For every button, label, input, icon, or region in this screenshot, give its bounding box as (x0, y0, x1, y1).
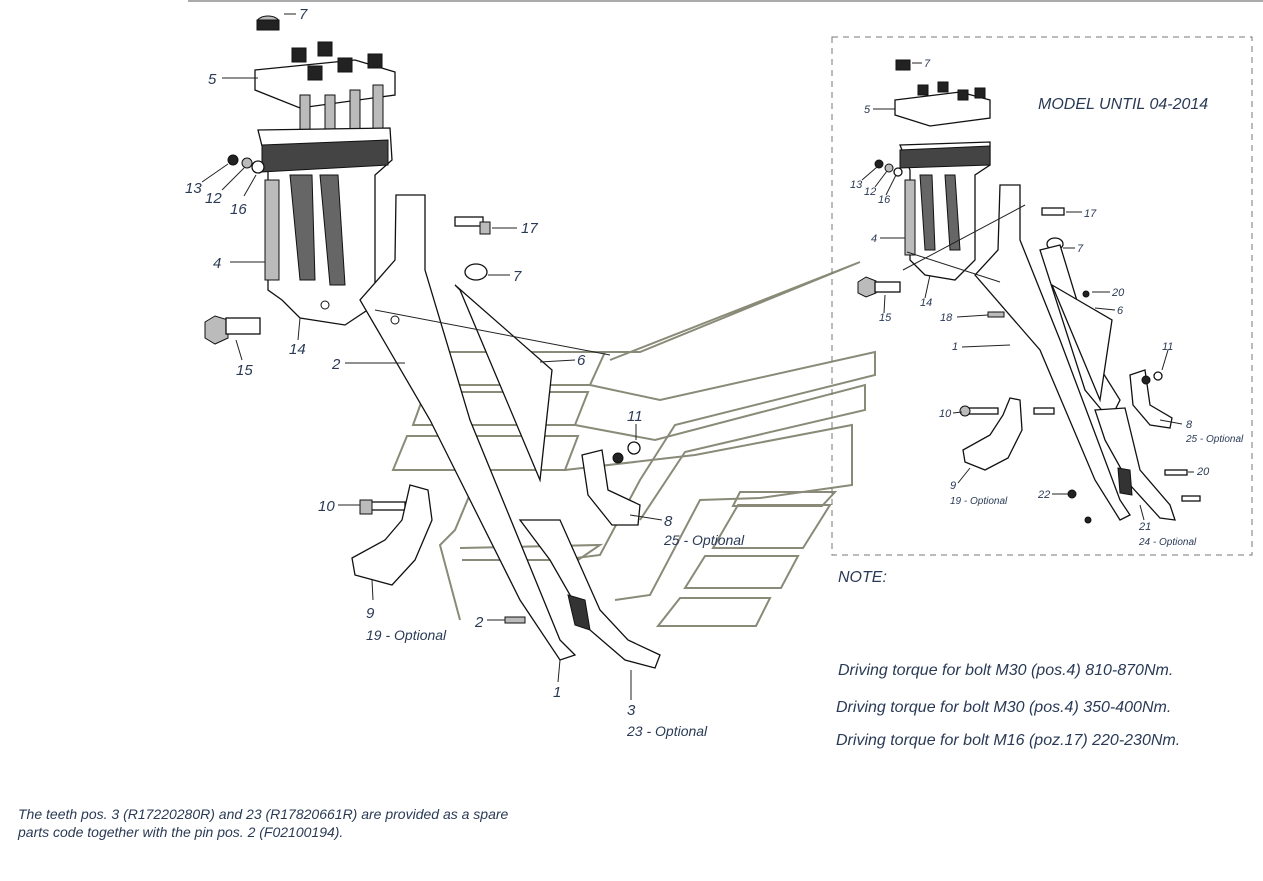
callout-9: 9 (366, 605, 375, 622)
inset-callout-13: 13 (850, 179, 863, 191)
inset-callout-10: 10 (939, 408, 952, 420)
pin-2-lower (504, 616, 526, 624)
inset-callouts: 7 5 13 12 16 4 17 7 14 15 20 18 6 1 11 8… (850, 58, 1244, 548)
torque-note-2: Driving torque for bolt M30 (pos.4) 350-… (836, 699, 1172, 716)
shield-6 (454, 284, 553, 483)
callout-7b: 7 (513, 268, 522, 285)
inset-callout-19-optional: 19 - Optional (950, 496, 1008, 507)
inset-callout-21: 21 (1138, 521, 1151, 533)
nut-11 (612, 441, 641, 464)
inset-callout-1: 1 (952, 341, 958, 353)
callout-2b: 2 (474, 614, 484, 631)
washers-13-12-16 (227, 154, 265, 174)
tooth-3 (518, 519, 661, 669)
bolt-15 (204, 315, 261, 345)
torque-note-3: Driving torque for bolt M16 (poz.17) 220… (836, 732, 1181, 749)
footnote-line-2: parts code together with the pin pos. 2 … (18, 824, 344, 840)
inset-callout-20: 20 (1111, 287, 1125, 299)
inset-leaders (861, 62, 1194, 521)
main-assembly (204, 15, 661, 669)
callout-8: 8 (664, 513, 673, 530)
inset-callout-22: 22 (1037, 489, 1050, 501)
bracket-ribs (289, 174, 346, 286)
inset-callout-20b: 20 (1196, 466, 1210, 478)
callout-17: 17 (521, 220, 538, 237)
wing-8 (581, 449, 641, 526)
callout-19-optional: 19 - Optional (366, 627, 447, 643)
bolt-17 (454, 216, 491, 235)
note-heading: NOTE: (838, 569, 887, 586)
callout-13: 13 (185, 180, 202, 197)
callout-12: 12 (205, 190, 222, 207)
bolt-10 (359, 499, 406, 515)
nut-7-top (256, 15, 280, 31)
callout-4: 4 (213, 255, 221, 272)
callout-6: 6 (577, 352, 586, 369)
inset-callout-7b: 7 (1077, 243, 1084, 255)
inset-callout-25-optional: 25 - Optional (1185, 434, 1244, 445)
inset-callout-15: 15 (879, 312, 892, 324)
inset-callout-12: 12 (864, 186, 876, 198)
inset-callout-8: 8 (1186, 419, 1193, 431)
footnote-line-1: The teeth pos. 3 (R17220280R) and 23 (R1… (18, 806, 509, 822)
blade-9 (351, 484, 433, 586)
inset-callout-17: 17 (1084, 208, 1097, 220)
callout-2: 2 (331, 356, 341, 373)
shank-1 (359, 194, 577, 661)
inset-callout-5: 5 (864, 104, 871, 116)
main-leaders (201, 13, 663, 700)
inset-dashed-frame (831, 36, 1253, 556)
callout-1: 1 (553, 684, 561, 701)
inset-callout-6: 6 (1117, 305, 1124, 317)
inset-callout-7: 7 (924, 58, 931, 70)
inset-assembly (857, 59, 1201, 524)
callout-14: 14 (289, 341, 306, 358)
inset-callout-9: 9 (950, 480, 956, 492)
callout-15: 15 (236, 362, 253, 379)
main-callouts: 7 5 13 12 16 4 15 14 17 7 2 6 11 10 8 25… (185, 6, 745, 739)
callout-7: 7 (299, 6, 308, 23)
callout-16: 16 (230, 201, 247, 218)
callout-11: 11 (627, 408, 643, 425)
inset-callout-24-optional: 24 - Optional (1138, 537, 1197, 548)
torque-note-1: Driving torque for bolt M30 (pos.4) 810-… (838, 662, 1174, 679)
bushing-7 (464, 263, 488, 281)
callout-25-optional: 25 - Optional (663, 532, 745, 548)
inset-callout-16: 16 (878, 194, 891, 206)
inset-model-label: MODEL UNTIL 04-2014 (1038, 96, 1208, 113)
callout-3: 3 (627, 702, 636, 719)
callout-5: 5 (208, 71, 217, 88)
callout-23-optional: 23 - Optional (626, 723, 708, 739)
inset-callout-18: 18 (940, 312, 953, 324)
callout-10: 10 (318, 498, 335, 515)
inset-callout-14: 14 (920, 297, 932, 309)
inset-callout-4: 4 (871, 233, 877, 245)
inset-callout-11: 11 (1162, 341, 1173, 353)
spare-parts-footnote: The teeth pos. 3 (R17220280R) and 23 (R1… (18, 805, 538, 841)
bolt-4 (264, 179, 280, 281)
